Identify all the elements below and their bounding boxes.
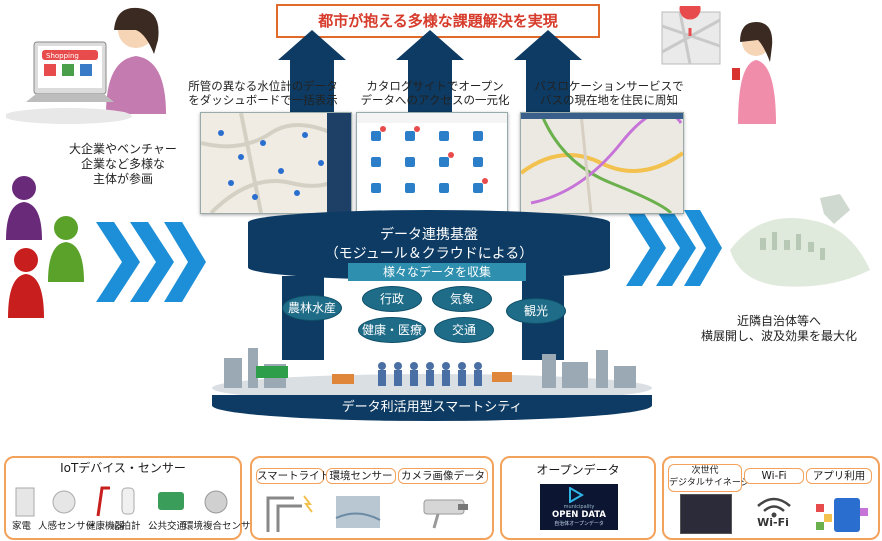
iot-item-motion-sensor: 人感センサー [38,521,96,532]
iot-panel: IoTデバイス・センサー 家電 人感センサー 健康機器 心拍計 公共交通 環境複… [4,456,260,540]
collect-banner: 様々なデータを収集 [348,263,526,281]
tag-digital-signage: 次世代デジタルサイネージ [668,464,750,492]
iot-item-appliance: 家電 [12,521,32,532]
map-user-illustration [661,6,776,124]
left-caption: 大企業やベンチャー企業など多様な主体が参画 [69,142,177,186]
logo-small-text: municipality [563,504,595,510]
wifi-icon [757,497,791,518]
arrow-left [278,30,346,116]
screen3-caption: バスロケーションサービスでバスの現在地を住民に周知 [534,79,684,107]
iot-item-health-device: 健康機器 [86,521,125,532]
city-illustration [212,348,652,398]
water-level-dashboard [200,112,352,214]
headline-banner: 都市が抱える多様な課題解決を実現 [276,4,600,38]
category-tourism: 観光 [506,298,566,324]
catalog-site-screen [356,112,508,214]
tag-env-sensor: 環境センサー [326,468,396,484]
arrow-center [396,30,464,116]
play-icon [569,487,584,503]
bus-location-screen [520,112,684,214]
platform-title: データ連携基盤（モジュール＆クラウドによる） [324,227,534,262]
category-agriculture: 農林水産 [282,295,342,321]
logo-main-text: OPEN DATA [551,510,607,520]
tag-app-usage: アプリ利用 [806,468,872,484]
sensor-icons [266,495,468,532]
iot-title: IoTデバイス・センサー [60,461,186,475]
screen1-caption: 所管の異なる水位計のデータをダッシュボードで一括表示 [188,79,338,107]
right-caption: 近隣自治体等へ横展開し、波及効果を最大化 [700,314,857,343]
open-data-logo: municipality OPEN DATA 自治体オープンデータ [540,484,618,530]
category-transport: 交通 [434,317,494,343]
iot-item-env-sensor: 環境複合センサー [184,521,261,532]
open-data-title: オープンデータ [536,463,620,477]
logo-sub-text: 自治体オープンデータ [554,521,604,527]
category-administration: 行政 [362,286,422,312]
sensor-panel: スマートライト 環境センサー カメラ画像データ [250,456,494,540]
category-health: 健康・医療 [358,317,426,343]
open-data-panel: オープンデータ municipality OPEN DATA 自治体オープンデー… [500,456,656,540]
screen2-caption: カタログサイトでオープンデータへのアクセスの一元化 [360,79,510,107]
iot-item-heart-rate: 心拍計 [112,521,141,532]
right-chevrons [626,210,722,286]
signage-image [680,494,732,534]
participants-illustration [6,176,84,318]
japan-map-illustration [730,194,870,287]
iot-item-public-transport: 公共交通 [148,521,187,532]
iot-device-icons [15,486,228,517]
tag-camera-data: カメラ画像データ [398,468,488,484]
smart-city-base: データ利活用型スマートシティ [212,395,652,421]
tag-wifi: Wi-Fi [744,468,804,484]
app-icons [816,498,868,532]
services-panel: 次世代デジタルサイネージ Wi-Fi アプリ利用 Wi-Fi [662,456,880,540]
category-weather: 気象 [432,286,492,312]
left-chevrons [96,222,206,302]
laptop-user-illustration: Shopping [6,7,166,124]
wifi-label: Wi-Fi [757,516,789,529]
tag-smart-light: スマートライト [256,468,331,484]
svg-text:Shopping: Shopping [46,52,79,60]
arrow-right [514,30,582,116]
up-arrows [278,30,582,116]
